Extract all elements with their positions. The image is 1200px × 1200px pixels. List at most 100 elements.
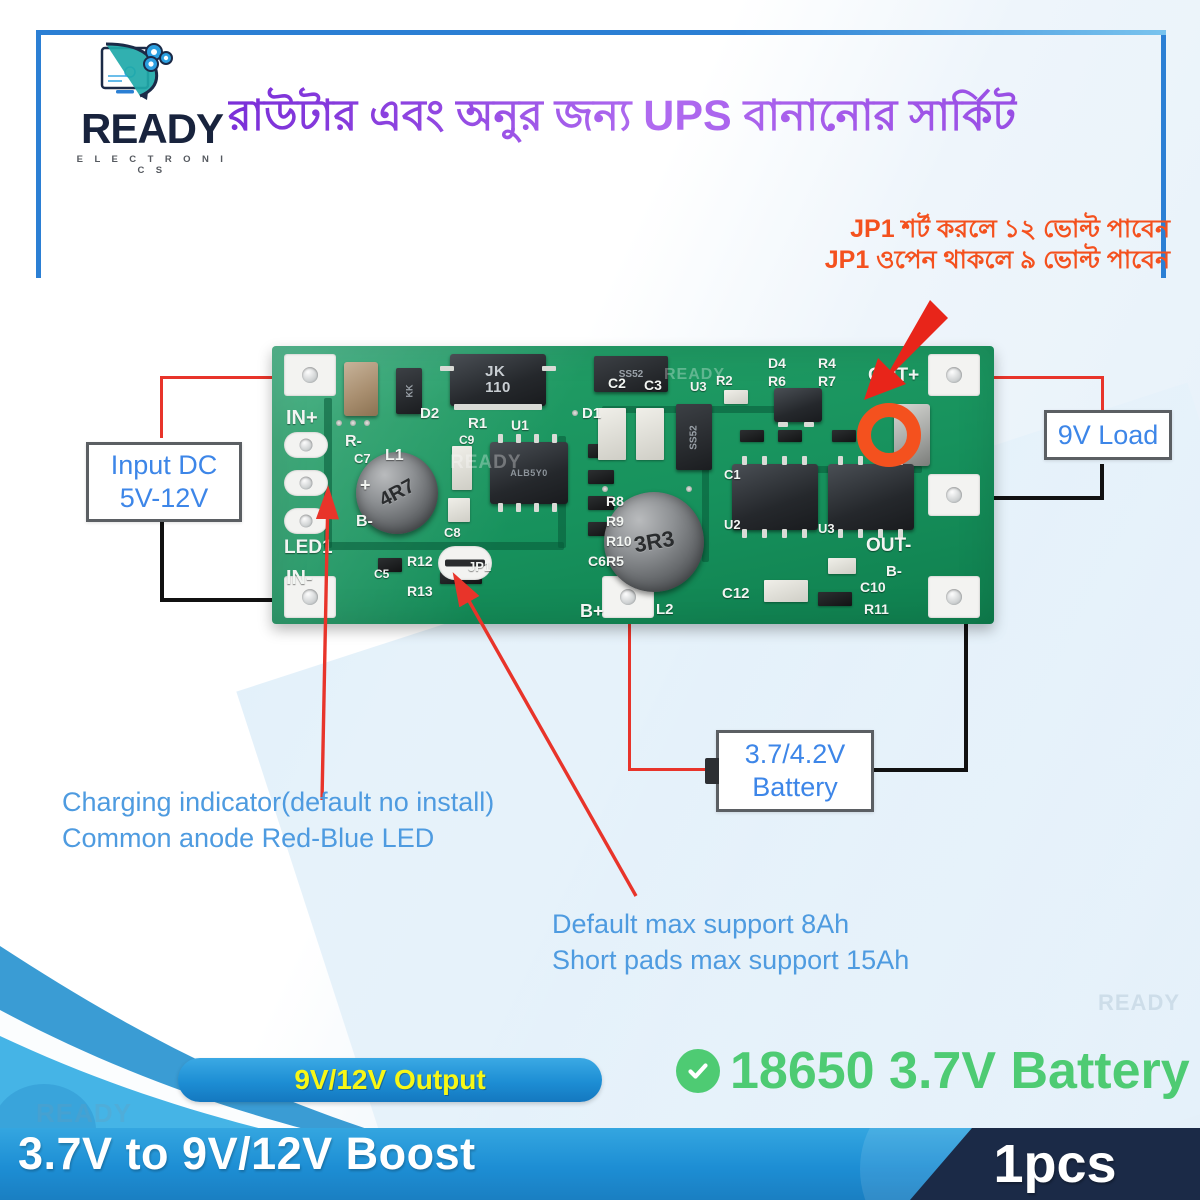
pcb-silk-label: L1 xyxy=(385,447,404,464)
ic-pin xyxy=(454,404,542,410)
pad-hole xyxy=(946,589,962,605)
pcb-via xyxy=(364,420,370,426)
pcb-silk-label: R5 xyxy=(606,553,624,569)
callout-input-dc: Input DC 5V-12V xyxy=(86,442,242,522)
pad-hole xyxy=(302,367,318,383)
wire-input-black-v xyxy=(160,500,164,602)
pcb-silk-label: B- xyxy=(886,563,902,580)
jp1-note: JP1 শর্ট করলে ১২ ভোল্ট পাবেন JP1 ওপেন থা… xyxy=(700,214,1170,276)
header-frame-top xyxy=(36,30,1166,35)
ic-u2-marking xyxy=(732,464,818,530)
pcb-silk-label: R10 xyxy=(606,533,632,549)
pad-hole xyxy=(299,438,313,452)
ic-pin xyxy=(552,434,557,443)
battery-terminal-nub xyxy=(705,758,719,784)
pad-hole xyxy=(299,514,313,528)
ic-pin xyxy=(534,503,539,512)
callout-load-line1: 9V Load xyxy=(1057,419,1159,450)
wire-out-black-h xyxy=(952,496,1104,500)
pcb-via xyxy=(572,410,578,416)
ic-jk110: JK 110 xyxy=(450,354,546,406)
pcb-silk-label: C12 xyxy=(722,585,750,602)
ic-u1-marking: ALB5Y0 xyxy=(510,468,548,478)
ah-note-line1: Default max support 8Ah xyxy=(552,909,850,939)
battery-badge-label: 18650 3.7V Battery xyxy=(730,1042,1190,1100)
smd-c9 xyxy=(452,446,472,490)
led-annotation-arrow xyxy=(315,485,340,801)
pad-led-r xyxy=(284,432,328,458)
charging-note-line1: Charging indicator(default no install) xyxy=(62,787,495,817)
ic-u1: ALB5Y0 xyxy=(490,442,568,504)
pcb-silk-label: R- xyxy=(345,433,362,450)
pcb-trace xyxy=(324,398,332,548)
jp1-pads-annotation-arrow xyxy=(452,572,638,897)
brand-logo: READY E L E C T R O N I C S xyxy=(72,36,232,176)
wire-out-black-v xyxy=(1100,464,1104,498)
smd-r4 xyxy=(778,430,802,442)
smd-c12 xyxy=(764,580,808,602)
smd-r6 xyxy=(832,430,856,442)
ic-pin xyxy=(802,456,807,465)
smd-r7 xyxy=(740,430,764,442)
wire-batt-red-h xyxy=(628,768,716,771)
smd-r-array xyxy=(588,470,614,484)
pad-hole xyxy=(946,487,962,503)
pcb-silk-label: R4 xyxy=(818,355,836,371)
page-title: রাউটার এবং অনুর জন্য UPS বানানোর সার্কিট xyxy=(228,84,1168,148)
pcb-via xyxy=(686,486,692,492)
pad-hole xyxy=(946,367,962,383)
pcb-via xyxy=(602,486,608,492)
pcb-silk-label: R11 xyxy=(864,601,889,617)
ic-jk110-label: JK 110 xyxy=(485,363,511,396)
pcb-silk-label: C3 xyxy=(644,377,662,393)
pcb-silk-label: LED1 xyxy=(284,537,333,558)
pcb-silk-label: U2 xyxy=(724,517,741,532)
pcb-silk-label: IN+ xyxy=(286,407,318,429)
transistor-pin xyxy=(778,422,788,427)
pcb-silk-label: R8 xyxy=(606,493,624,509)
ss52-label: SS52 xyxy=(618,368,644,380)
pcb-silk-label: R1 xyxy=(468,415,488,432)
wire-batt-red-v xyxy=(628,598,631,770)
inductor-l2: 3R3 xyxy=(604,492,704,592)
inductor-l1: 4R7 xyxy=(356,452,438,534)
brand-tagline: E L E C T R O N I C S xyxy=(76,154,228,176)
ic-pin xyxy=(542,366,556,371)
ic-pin xyxy=(498,503,503,512)
pcb-silk-label: U3 xyxy=(690,379,707,394)
ic-u3 xyxy=(828,464,914,530)
ic-pin xyxy=(552,503,557,512)
pcb-silk-label: L2 xyxy=(656,601,674,618)
wire-batt-black-h xyxy=(868,768,968,772)
ic-pin xyxy=(516,503,521,512)
ic-pin xyxy=(838,456,843,465)
ic-pin xyxy=(516,434,521,443)
charging-note-line2: Common anode Red-Blue LED xyxy=(62,823,435,853)
ic-pin xyxy=(782,529,787,538)
callout-battery-line1: 3.7/4.2V xyxy=(744,739,846,769)
pcb-silk-label: JP1 xyxy=(468,559,492,574)
pcb-silk-label: D2 xyxy=(420,405,440,422)
capacitor-c7 xyxy=(344,362,378,416)
ic-pin xyxy=(858,529,863,538)
smd-r-array xyxy=(588,496,614,510)
check-circle-icon xyxy=(676,1049,720,1093)
pad-in-plus xyxy=(284,354,336,396)
pad-hole xyxy=(302,589,318,605)
ic-u2 xyxy=(732,464,818,530)
pcb-silk-label: C6 xyxy=(588,553,606,569)
ic-u3-marking xyxy=(828,464,914,530)
footer-title: 3.7V to 9V/12V Boost xyxy=(18,1128,476,1179)
ic-pin xyxy=(440,366,454,371)
ah-support-note: Default max support 8Ah Short pads max s… xyxy=(552,906,909,978)
pcb-silk-label: C7 xyxy=(354,451,371,466)
pcb-trace xyxy=(702,442,709,562)
pcb-silk-label: C5 xyxy=(374,567,390,581)
pcb-silk-label: R12 xyxy=(407,553,433,569)
jp1-note-line2: JP1 ওপেন থাকলে ৯ ভোল্ট পাবেন xyxy=(824,246,1170,274)
pad-out-plus xyxy=(928,354,980,396)
pad-hole xyxy=(299,476,313,490)
pcb-silk-label: C8 xyxy=(444,525,461,540)
pcb-silk-label: C2 xyxy=(608,375,626,391)
